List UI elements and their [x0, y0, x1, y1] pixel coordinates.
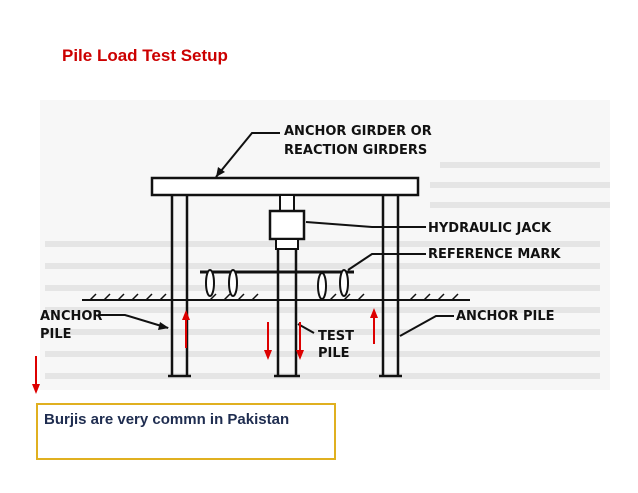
girder-leader-arrowhead: [216, 167, 225, 177]
label-anchor-pile-left-line1: ANCHOR: [40, 309, 102, 324]
down-arrow-test-pile-left: [264, 322, 272, 360]
up-arrow-left-pile: [182, 310, 190, 348]
reference-leader-line: [347, 253, 426, 271]
test-pile: [274, 249, 300, 378]
left-pile-leader-line: [98, 314, 169, 329]
down-arrow-test-pile-right: [296, 322, 304, 360]
down-arrow-left-label: [32, 356, 40, 394]
reaction-girder: [150, 176, 420, 197]
note-box: Burjis are very commn in Pakistan: [36, 403, 336, 460]
label-anchor-pile-right: ANCHOR PILE: [456, 309, 554, 324]
label-reference-mark: REFERENCE MARK: [428, 247, 561, 262]
label-test-pile-line2: PILE: [318, 346, 350, 361]
left-pile-leader-arrowhead: [158, 322, 169, 330]
label-anchor-girder-line1: ANCHOR GIRDER OR: [284, 124, 432, 139]
scanned-background-text: [40, 100, 610, 390]
up-arrow-right-pile: [370, 308, 378, 344]
label-anchor-pile-left-line2: PILE: [40, 327, 72, 342]
label-hydraulic-jack: HYDRAULIC JACK: [428, 221, 552, 236]
girder-leader-line: [215, 132, 280, 178]
label-anchor-girder-line2: REACTION GIRDERS: [284, 143, 427, 158]
ground-surface: [82, 293, 470, 301]
force-arrows: [32, 308, 378, 394]
jack-leader-line: [305, 221, 426, 228]
anchor-pile-right: [379, 195, 402, 378]
right-pile-leader-line: [399, 315, 454, 337]
reference-beam: [200, 269, 354, 300]
label-test-pile-line1: TEST: [318, 329, 354, 344]
page-title: Pile Load Test Setup: [62, 46, 228, 65]
hydraulic-jack: [268, 194, 306, 250]
